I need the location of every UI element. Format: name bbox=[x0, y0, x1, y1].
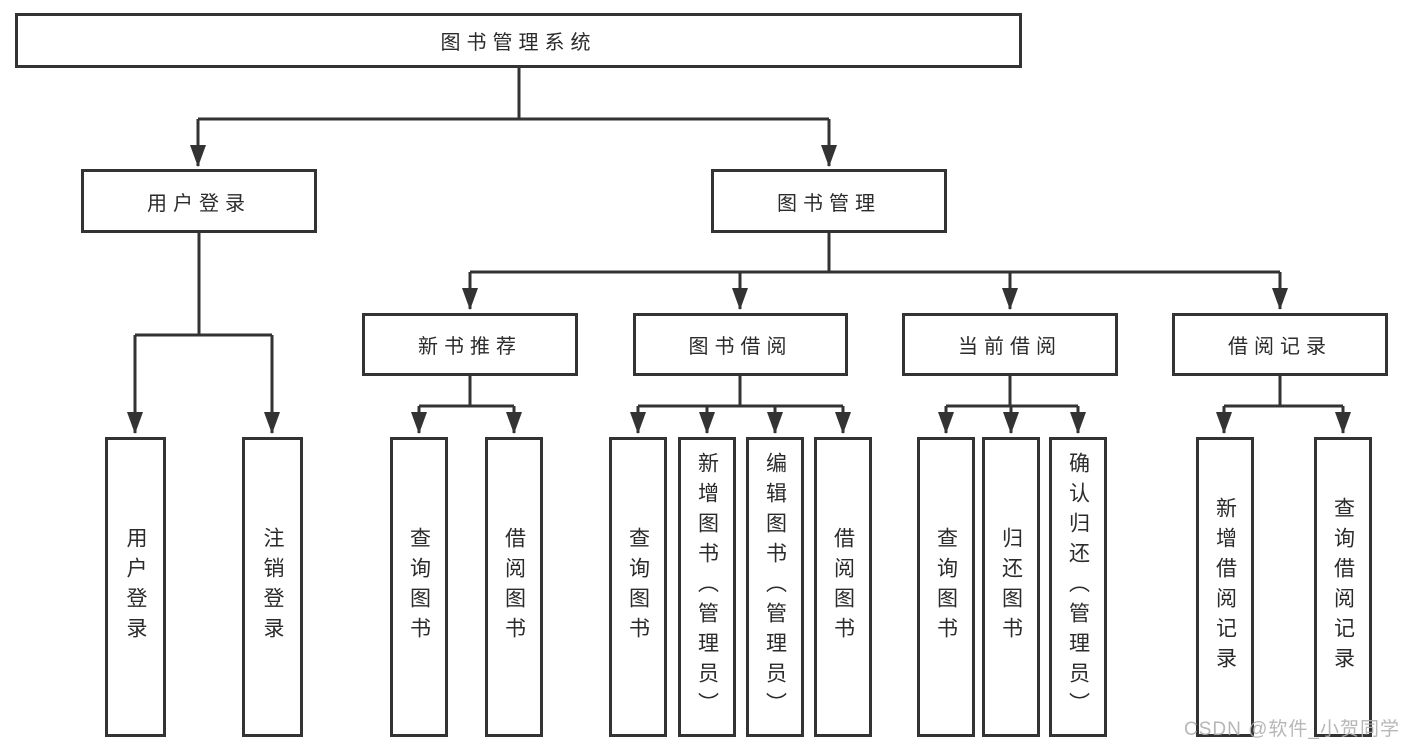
node-leaf-newbook-borrow: 借阅图书 bbox=[485, 437, 543, 737]
node-leaf-records-query: 查询借阅记录 bbox=[1314, 437, 1372, 737]
node-book-borrow: 图书借阅 bbox=[633, 313, 848, 376]
node-leaf-current-return: 归还图书 bbox=[982, 437, 1040, 737]
node-leaf-current-confirm-admin: 确认归还（管理员） bbox=[1049, 437, 1107, 737]
node-leaf-borrow-add-admin: 新增图书（管理员） bbox=[678, 437, 736, 737]
node-leaf-logout: 注销登录 bbox=[242, 437, 303, 737]
node-leaf-records-add: 新增借阅记录 bbox=[1196, 437, 1254, 737]
node-leaf-borrow-edit-admin: 编辑图书（管理员） bbox=[746, 437, 804, 737]
node-user-login: 用户登录 bbox=[81, 169, 317, 233]
node-leaf-user-login: 用户登录 bbox=[105, 437, 166, 737]
node-book-management: 图书管理 bbox=[711, 169, 947, 233]
node-borrow-records: 借阅记录 bbox=[1172, 313, 1388, 376]
node-leaf-borrow-borrow: 借阅图书 bbox=[814, 437, 872, 737]
node-leaf-newbook-query: 查询图书 bbox=[390, 437, 448, 737]
node-new-book-recommend: 新书推荐 bbox=[362, 313, 578, 376]
node-root-title: 图书管理系统 bbox=[15, 13, 1022, 68]
node-leaf-current-query: 查询图书 bbox=[917, 437, 975, 737]
node-current-borrow: 当前借阅 bbox=[902, 313, 1118, 376]
node-leaf-borrow-query: 查询图书 bbox=[609, 437, 667, 737]
